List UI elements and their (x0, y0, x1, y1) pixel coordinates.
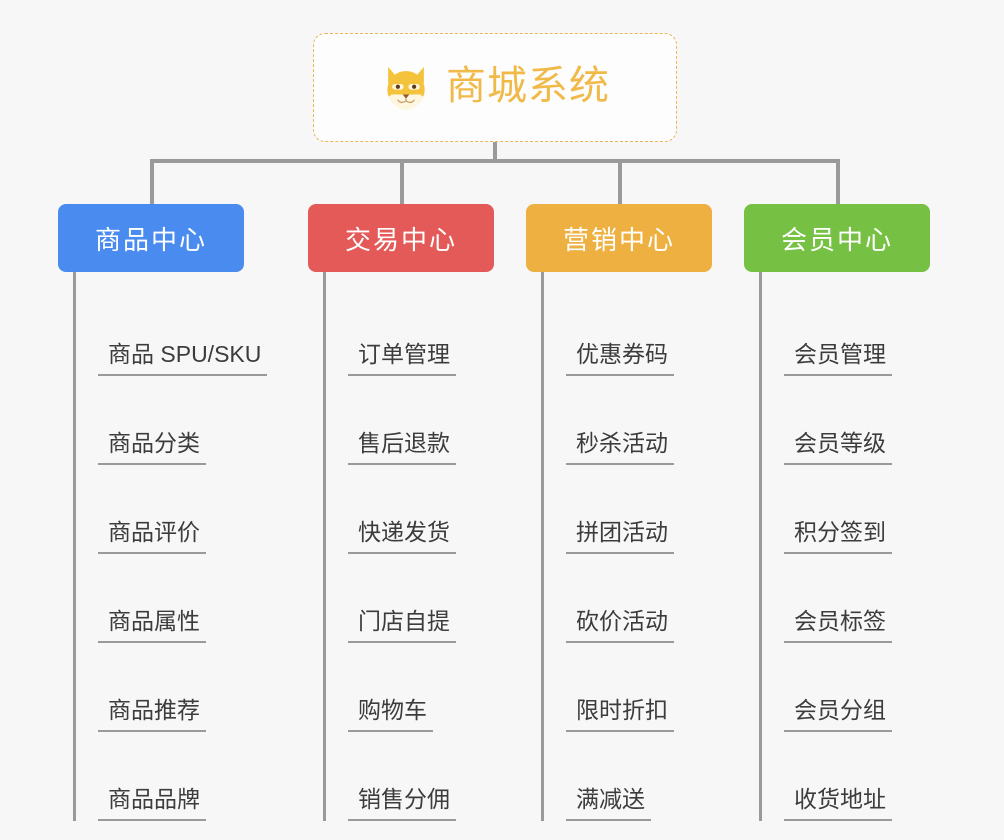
branch-header-label: 会员中心 (780, 224, 893, 255)
list-item[interactable]: 商品推荐 (76, 643, 244, 732)
leaf-label: 快递发货 (348, 519, 456, 554)
list-item[interactable]: 限时折扣 (544, 643, 712, 732)
leaf-label: 商品评价 (98, 519, 206, 554)
leaf-label: 积分签到 (784, 519, 892, 554)
list-item[interactable]: 商品属性 (76, 554, 244, 643)
leaf-label: 会员管理 (784, 341, 892, 376)
leaf-label: 商品属性 (98, 608, 206, 643)
branch-header-label: 商品中心 (94, 224, 207, 255)
list-item[interactable]: 优惠券码 (544, 287, 712, 376)
branch-product-center: 商品中心 商品 SPU/SKU 商品分类 商品评价 商品属性 商品推荐 商品品牌 (58, 204, 268, 821)
list-item[interactable]: 积分签到 (762, 465, 930, 554)
branch-header[interactable]: 会员中心 (744, 204, 930, 272)
list-item[interactable]: 会员分组 (762, 643, 930, 732)
connector-drop-1 (150, 159, 154, 204)
leaf-label: 商品分类 (98, 430, 206, 465)
list-item[interactable]: 会员管理 (762, 287, 930, 376)
branch-marketing-center: 营销中心 优惠券码 秒杀活动 拼团活动 砍价活动 限时折扣 满减送 (526, 204, 712, 821)
leaf-label: 会员标签 (784, 608, 892, 643)
list-item[interactable]: 会员标签 (762, 554, 930, 643)
connector-horizontal-bus (150, 159, 840, 163)
branch-body: 会员管理 会员等级 积分签到 会员标签 会员分组 收货地址 (759, 272, 930, 821)
branch-body: 商品 SPU/SKU 商品分类 商品评价 商品属性 商品推荐 商品品牌 (73, 272, 268, 821)
leaf-label: 满减送 (566, 786, 651, 821)
connector-root-stem (493, 142, 497, 162)
leaf-label: 砍价活动 (566, 608, 674, 643)
leaf-label: 门店自提 (348, 608, 456, 643)
list-item[interactable]: 砍价活动 (544, 554, 712, 643)
leaf-label: 会员等级 (784, 430, 892, 465)
list-item[interactable]: 会员等级 (762, 376, 930, 465)
connector-drop-4 (836, 159, 840, 204)
leaf-label: 商品品牌 (98, 786, 206, 821)
list-item[interactable]: 快递发货 (326, 465, 494, 554)
branch-body: 订单管理 售后退款 快递发货 门店自提 购物车 销售分佣 (323, 272, 494, 821)
leaf-label: 限时折扣 (566, 697, 674, 732)
list-item[interactable]: 购物车 (326, 643, 494, 732)
branch-member-center: 会员中心 会员管理 会员等级 积分签到 会员标签 会员分组 收货地址 (744, 204, 930, 821)
shiba-dog-icon (380, 62, 432, 114)
branch-header-label: 交易中心 (344, 224, 457, 255)
list-item[interactable]: 拼团活动 (544, 465, 712, 554)
leaf-label: 会员分组 (784, 697, 892, 732)
connector-drop-3 (618, 159, 622, 204)
list-item[interactable]: 收货地址 (762, 732, 930, 821)
leaf-label: 商品 SPU/SKU (98, 341, 268, 376)
list-item[interactable]: 商品 SPU/SKU (76, 287, 268, 376)
leaf-label: 销售分佣 (348, 786, 456, 821)
list-item[interactable]: 满减送 (544, 732, 712, 821)
leaf-label: 收货地址 (784, 786, 892, 821)
branch-trade-center: 交易中心 订单管理 售后退款 快递发货 门店自提 购物车 销售分佣 (308, 204, 494, 821)
root-title: 商城系统 (446, 63, 610, 108)
leaf-label: 购物车 (348, 697, 433, 732)
list-item[interactable]: 商品品牌 (76, 732, 244, 821)
list-item[interactable]: 门店自提 (326, 554, 494, 643)
list-item[interactable]: 秒杀活动 (544, 376, 712, 465)
branch-header[interactable]: 营销中心 (526, 204, 712, 272)
list-item[interactable]: 商品分类 (76, 376, 244, 465)
leaf-label: 售后退款 (348, 430, 456, 465)
list-item[interactable]: 销售分佣 (326, 732, 494, 821)
leaf-label: 秒杀活动 (566, 430, 674, 465)
root-node[interactable]: 商城系统 (313, 33, 677, 142)
connector-drop-2 (400, 159, 404, 204)
list-item[interactable]: 售后退款 (326, 376, 494, 465)
leaf-label: 订单管理 (348, 341, 456, 376)
leaf-label: 优惠券码 (566, 341, 674, 376)
branch-body: 优惠券码 秒杀活动 拼团活动 砍价活动 限时折扣 满减送 (541, 272, 712, 821)
leaf-label: 商品推荐 (98, 697, 206, 732)
branch-header[interactable]: 商品中心 (58, 204, 244, 272)
branch-header[interactable]: 交易中心 (308, 204, 494, 272)
list-item[interactable]: 商品评价 (76, 465, 244, 554)
list-item[interactable]: 订单管理 (326, 287, 494, 376)
branch-header-label: 营销中心 (562, 224, 675, 255)
leaf-label: 拼团活动 (566, 519, 674, 554)
